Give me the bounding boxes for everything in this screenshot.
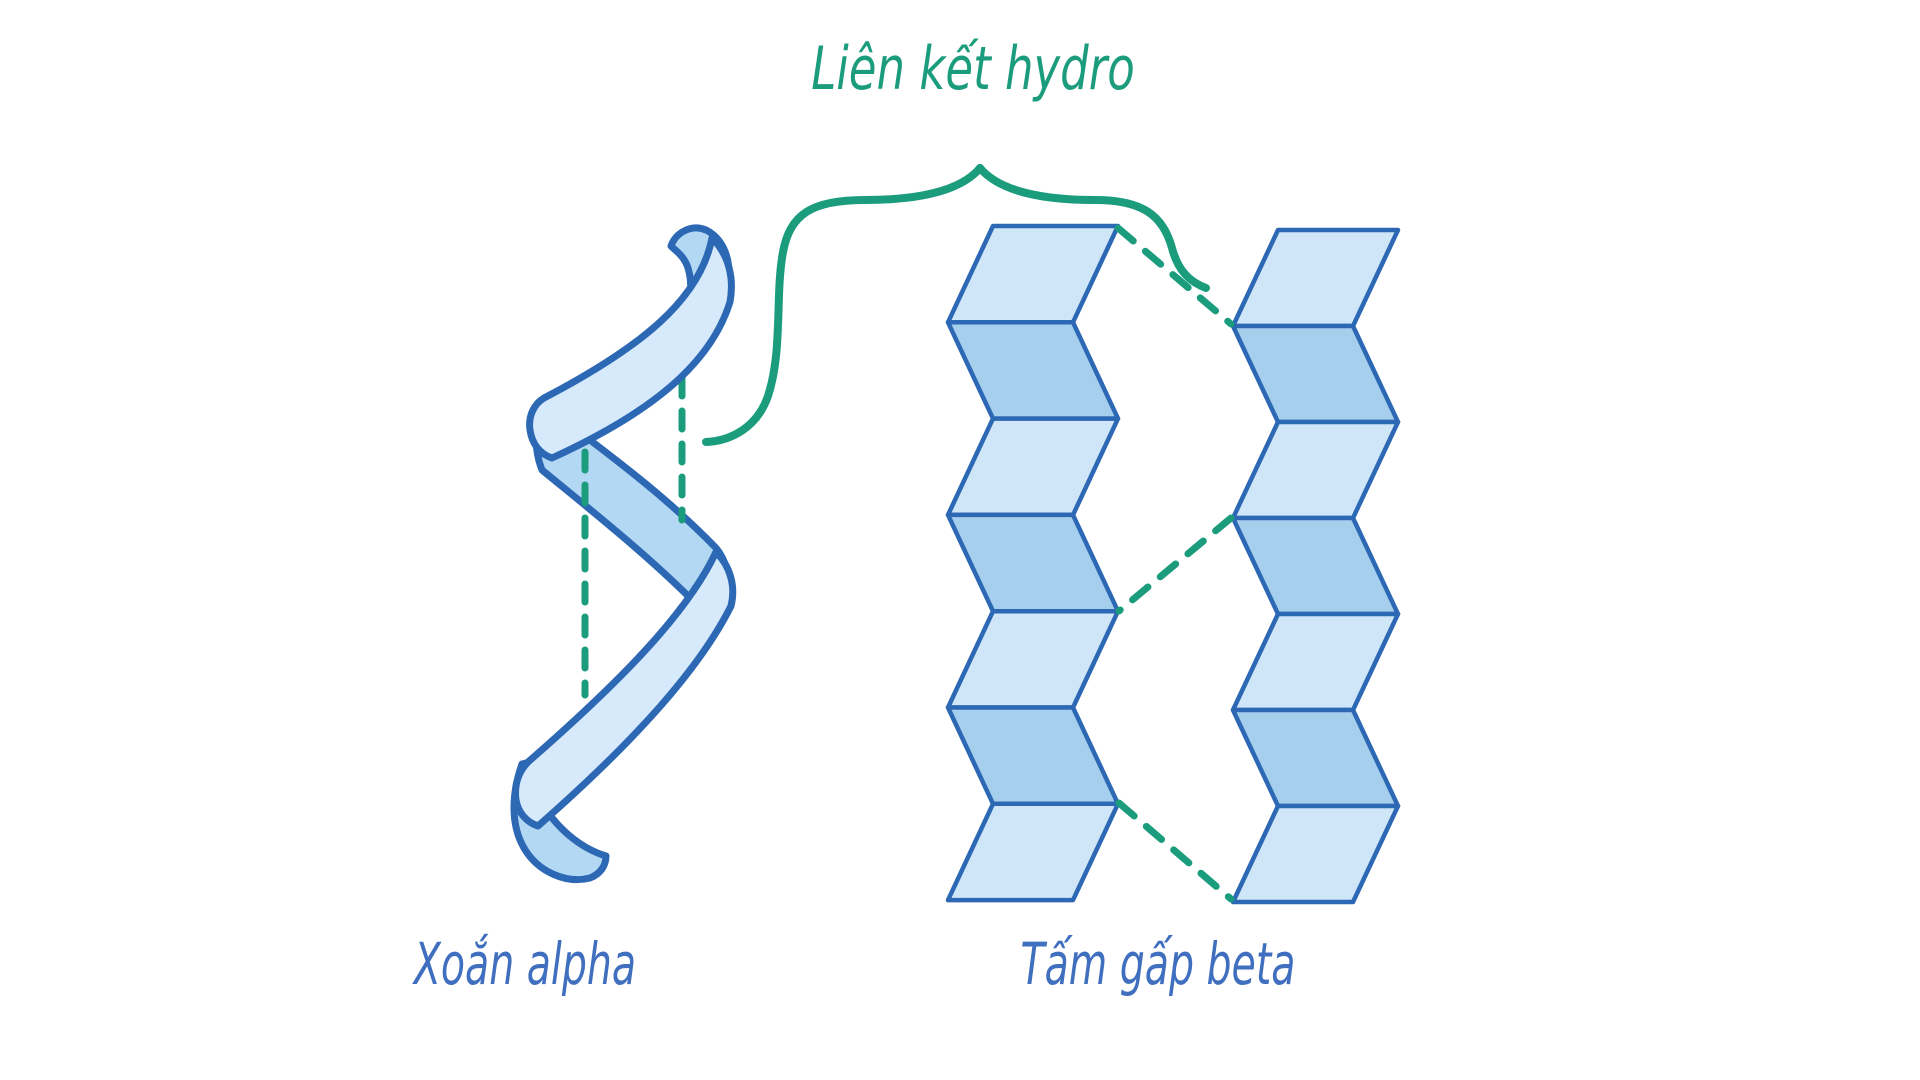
beta-panel-dark [945, 705, 1121, 807]
beta-panel-dark [1230, 707, 1401, 809]
beta-strand-right [1230, 227, 1401, 905]
beta-sheet [945, 223, 1401, 905]
brace-left-arm [702, 164, 984, 446]
beta-panel-light [945, 416, 1121, 518]
beta-panel-light [1230, 803, 1401, 905]
beta-strand-left [945, 223, 1121, 903]
brace-right-arm [976, 164, 1210, 292]
beta-panel-light [1230, 419, 1401, 521]
helix-front-band-upper [526, 234, 735, 462]
beta-panel-dark [1230, 323, 1401, 425]
beta-panel-light [1230, 611, 1401, 713]
sheet-hydrogen-bond-bottom [1115, 799, 1235, 903]
sheet-hydrogen-bond-top [1114, 224, 1235, 328]
beta-panel-dark [945, 512, 1121, 614]
beta-panel-light [945, 223, 1121, 325]
hydrogen-bond-brace [702, 164, 1210, 446]
beta-panel-light [1230, 227, 1401, 329]
alpha-helix [510, 224, 737, 883]
helix-front-band-lower [512, 548, 737, 830]
beta-panel-dark [1230, 515, 1401, 617]
beta-panel-light [945, 801, 1121, 903]
beta-sheet-hydrogen-bonds [1114, 224, 1235, 903]
sheet-hydrogen-bond-middle [1115, 514, 1235, 615]
beta-panel-light [945, 608, 1121, 710]
beta-panel-dark [945, 320, 1121, 421]
